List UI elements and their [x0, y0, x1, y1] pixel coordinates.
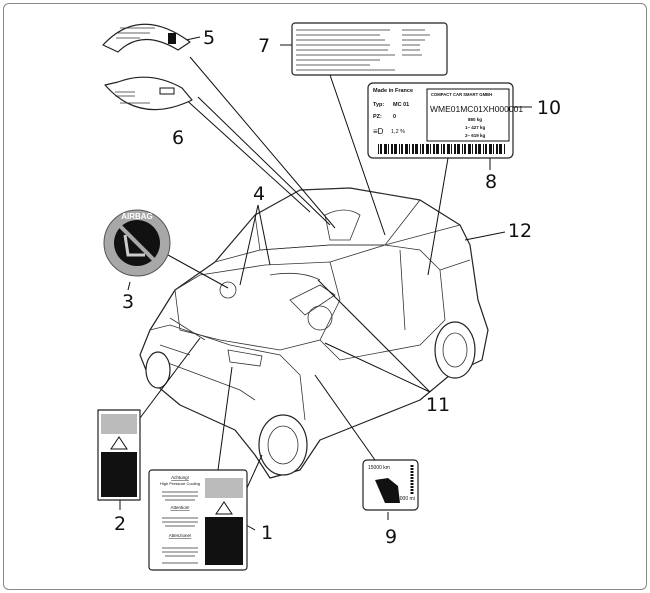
oil-can-icon: [375, 478, 400, 503]
barcode-bar: [391, 144, 393, 154]
barcode-bar: [405, 144, 408, 154]
barcode-bar: [378, 144, 379, 154]
barcode-bar: [430, 144, 431, 154]
vin-text: WME01MC01XH000001: [430, 104, 523, 114]
manufacturer-text: COMPACT CAR SMART GMBH: [431, 92, 492, 97]
barcode-bar: [468, 144, 471, 154]
heading-3: Attenzione!: [169, 533, 192, 538]
headlamp-icon: ≡D: [373, 127, 384, 136]
barcode-bar: [496, 144, 498, 154]
callout-3: 3: [122, 291, 134, 313]
barcode-bar: [426, 144, 429, 154]
cooling-warning-label-small: [97, 409, 141, 501]
warning-triangle-icon: [215, 501, 233, 515]
airbag-text: AIRBAG: [121, 212, 153, 221]
heading-2: Attention!: [170, 505, 189, 510]
barcode-bar: [384, 144, 387, 154]
barcode-bar: [415, 144, 418, 154]
typ-value: MC 01: [393, 102, 409, 108]
barcode-bar: [504, 144, 505, 154]
type-plate-label: Made in France Typ: MC 01 PZ: 0 ≡D 1,2 %…: [367, 82, 523, 159]
pz-value: 0: [393, 114, 396, 120]
barcode-bar: [489, 144, 492, 154]
barcode-bar: [472, 144, 473, 154]
callout-2: 2: [114, 513, 126, 535]
barcode-bar: [447, 144, 450, 154]
high-pressure-text: High Pressure Cooling: [160, 481, 200, 486]
barcode-bar: [457, 144, 460, 154]
barcode-bar: [388, 144, 389, 154]
barcode-bar: [412, 144, 414, 154]
leader-lines: [119, 36, 532, 531]
barcode-bar: [441, 144, 442, 154]
barcode-bar: [436, 144, 439, 154]
barcode-bar: [401, 144, 403, 154]
service-km: 15000 km: [368, 465, 390, 471]
airbag-warning-label: AIRBAG: [103, 209, 171, 277]
barcode-bar: [422, 144, 424, 154]
barcode-bar: [475, 144, 477, 154]
cooling-warning-label: Achtung! High Pressure Cooling Attention…: [148, 469, 248, 571]
made-in-text: Made in France: [373, 88, 413, 94]
callout-8: 8: [485, 171, 497, 193]
barcode-bar: [454, 144, 456, 154]
barcode-bar: [420, 144, 421, 154]
callout-1: 1: [261, 522, 273, 544]
axle-2-weight: 2– 619 kg: [465, 133, 486, 138]
barcode-bar: [464, 144, 466, 154]
child-seat-icon: [123, 234, 145, 257]
tyre-pressure-label: [104, 76, 193, 111]
car-icon: [159, 87, 175, 95]
warning-triangle-icon: [110, 436, 128, 450]
headlamp-value: 1,2 %: [391, 129, 405, 135]
pz-label: PZ:: [373, 114, 382, 120]
figure-frame: [3, 3, 647, 590]
fuel-cap-label: [102, 23, 191, 53]
barcode-bar: [483, 144, 484, 154]
barcode-bar: [462, 144, 463, 154]
barcode-bar: [394, 144, 397, 154]
air-conditioning-label: [291, 22, 448, 76]
total-weight: 880 kg: [468, 117, 482, 122]
barcode-bar: [493, 144, 494, 154]
fuel-pump-icon: [168, 33, 176, 44]
callout-7: 7: [258, 35, 270, 57]
barcode-bar: [380, 144, 382, 154]
callout-10: 10: [537, 97, 561, 119]
callout-4: 4: [253, 183, 265, 205]
barcode-bar: [451, 144, 452, 154]
barcode-bar: [485, 144, 487, 154]
barcode-bar: [443, 144, 445, 154]
callout-numbers: 2 1 3 4 5 6 7 8 9 10 11 12: [114, 27, 561, 548]
callout-11: 11: [426, 394, 450, 416]
callout-5: 5: [203, 27, 215, 49]
service-mi: 5000 mi: [397, 496, 415, 502]
barcode: [378, 144, 505, 154]
callout-9: 9: [385, 526, 397, 548]
barcode-bar: [478, 144, 481, 154]
barcode-bar: [399, 144, 400, 154]
heading-1: Achtung!: [171, 475, 189, 480]
axle-1-weight: 1– 427 kg: [465, 125, 486, 130]
service-interval-label: 15000 km 5000 mi: [362, 459, 419, 511]
barcode-bar: [409, 144, 410, 154]
barcode-bar: [499, 144, 502, 154]
callout-12: 12: [508, 220, 532, 242]
typ-label: Typ:: [373, 102, 384, 108]
callout-6: 6: [172, 127, 184, 149]
barcode-bar: [433, 144, 435, 154]
